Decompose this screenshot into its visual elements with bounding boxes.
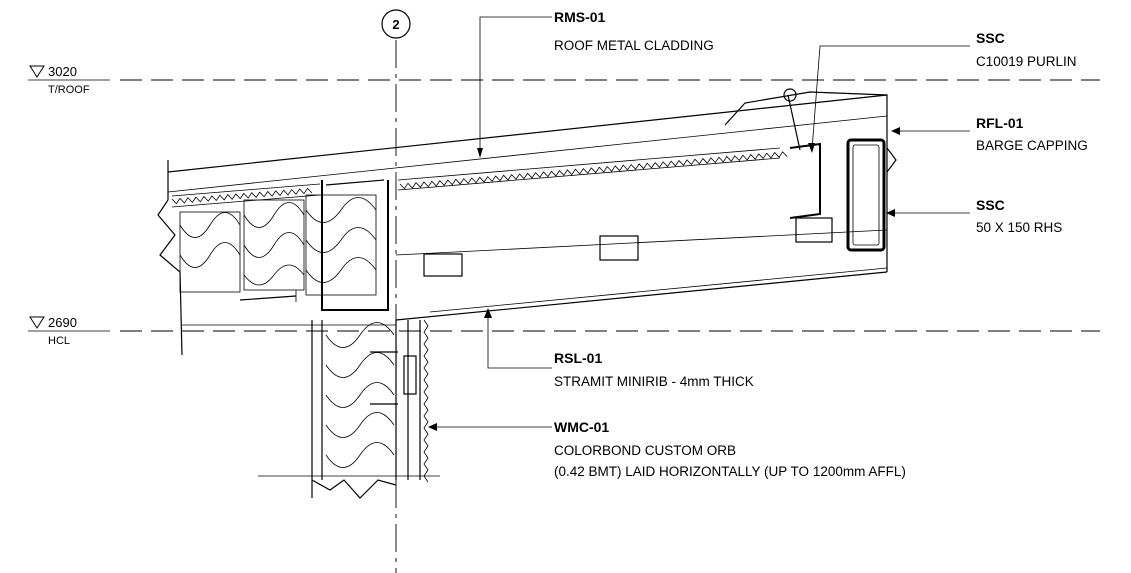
- callout-ssc-purlin: SSC C10019 PURLIN: [808, 30, 1077, 153]
- callout-desc: (0.42 BMT) LAID HORIZONTALLY (UP TO 1200…: [554, 464, 906, 479]
- level-marker-triangle-icon: [29, 316, 45, 329]
- callout-rfl-01: RFL-01 BARGE CAPPING: [891, 115, 1088, 153]
- level-line-hcl: 2690 HCL: [28, 315, 1100, 347]
- grid-bubble: [381, 9, 411, 39]
- callout-desc: C10019 PURLIN: [976, 54, 1077, 69]
- wall-assembly: [258, 319, 440, 499]
- callout-code: SSC: [976, 197, 1005, 213]
- leader-arrow-icon: [891, 127, 900, 135]
- callout-desc: ROOF METAL CLADDING: [554, 38, 714, 53]
- level-line-t-roof: 3020 T/ROOF: [28, 64, 1100, 96]
- leader-arrow-icon: [477, 148, 483, 158]
- callout-rsl-01: RSL-01 STRAMIT MINIRIB - 4mm THICK: [484, 308, 754, 389]
- level-sub-t-roof: T/ROOF: [48, 84, 90, 96]
- level-marker-triangle-icon: [29, 65, 45, 78]
- rhs-member: [846, 138, 897, 252]
- callout-code: RFL-01: [976, 115, 1024, 131]
- callout-code: SSC: [976, 30, 1005, 46]
- callout-code: RSL-01: [554, 350, 602, 366]
- callout-desc: STRAMIT MINIRIB - 4mm THICK: [554, 374, 754, 389]
- grid-label: 2: [392, 17, 399, 32]
- callout-rms-01: RMS-01 ROOF METAL CLADDING: [477, 9, 714, 158]
- steel-frame: [239, 88, 888, 311]
- callout-code: RMS-01: [554, 9, 606, 25]
- level-sub-hcl: HCL: [48, 335, 70, 347]
- level-value-t-roof: 3020: [48, 64, 77, 79]
- roof-assembly: [157, 94, 888, 356]
- callout-ssc-rhs: SSC 50 X 150 RHS: [886, 197, 1062, 235]
- callout-desc: BARGE CAPPING: [976, 138, 1088, 153]
- leader-arrow-icon: [484, 308, 492, 318]
- leader-arrow-icon: [428, 423, 437, 431]
- roof-insulation: [179, 194, 377, 296]
- callout-desc: 50 X 150 RHS: [976, 220, 1062, 235]
- leader-arrow-icon: [886, 209, 895, 217]
- callout-desc: COLORBOND CUSTOM ORB: [554, 443, 736, 458]
- grid-line-2: 2: [381, 9, 411, 573]
- leader-arrow-icon: [808, 143, 815, 153]
- callout-code: WMC-01: [554, 419, 609, 435]
- level-value-hcl: 2690: [48, 315, 77, 330]
- callout-wmc-01: WMC-01 COLORBOND CUSTOM ORB (0.42 BMT) L…: [428, 419, 906, 479]
